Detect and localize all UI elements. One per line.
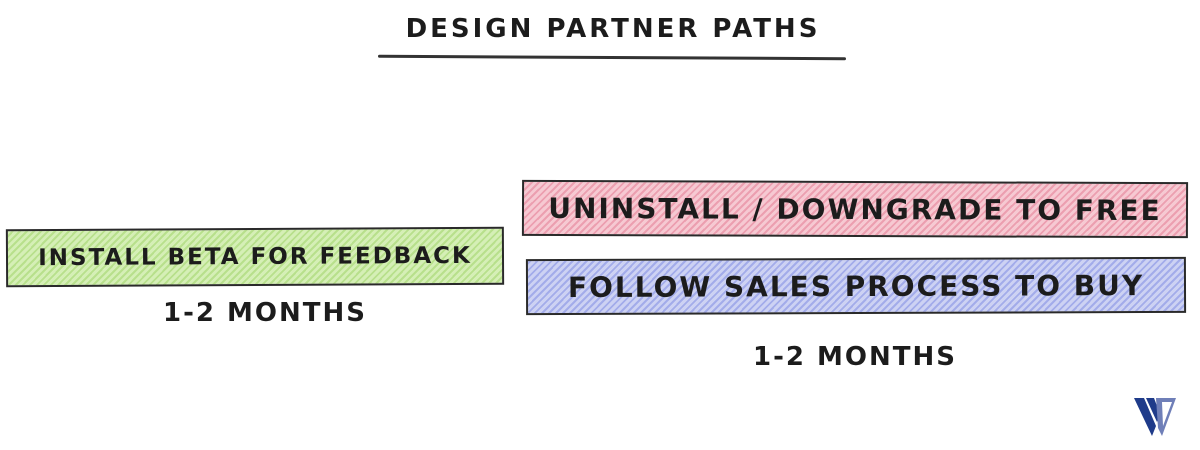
uninstall-downgrade-label: UNINSTALL / DOWNGRADE TO FREE [548, 191, 1162, 227]
diagram-title: DESIGN PARTNER PATHS [405, 14, 821, 44]
duration-left-label: 1-2 MONTHS [163, 298, 367, 328]
duration-right-label: 1-2 MONTHS [753, 342, 957, 372]
uninstall-downgrade-box: UNINSTALL / DOWNGRADE TO FREE [521, 179, 1189, 239]
v-logo-icon [1132, 396, 1178, 438]
install-beta-label: INSTALL BETA FOR FEEDBACK [38, 242, 472, 272]
follow-sales-process-box: FOLLOW SALES PROCESS TO BUY [525, 256, 1187, 316]
title-underline [377, 54, 847, 61]
install-beta-box: INSTALL BETA FOR FEEDBACK [5, 226, 505, 288]
follow-sales-process-label: FOLLOW SALES PROCESS TO BUY [567, 268, 1145, 304]
